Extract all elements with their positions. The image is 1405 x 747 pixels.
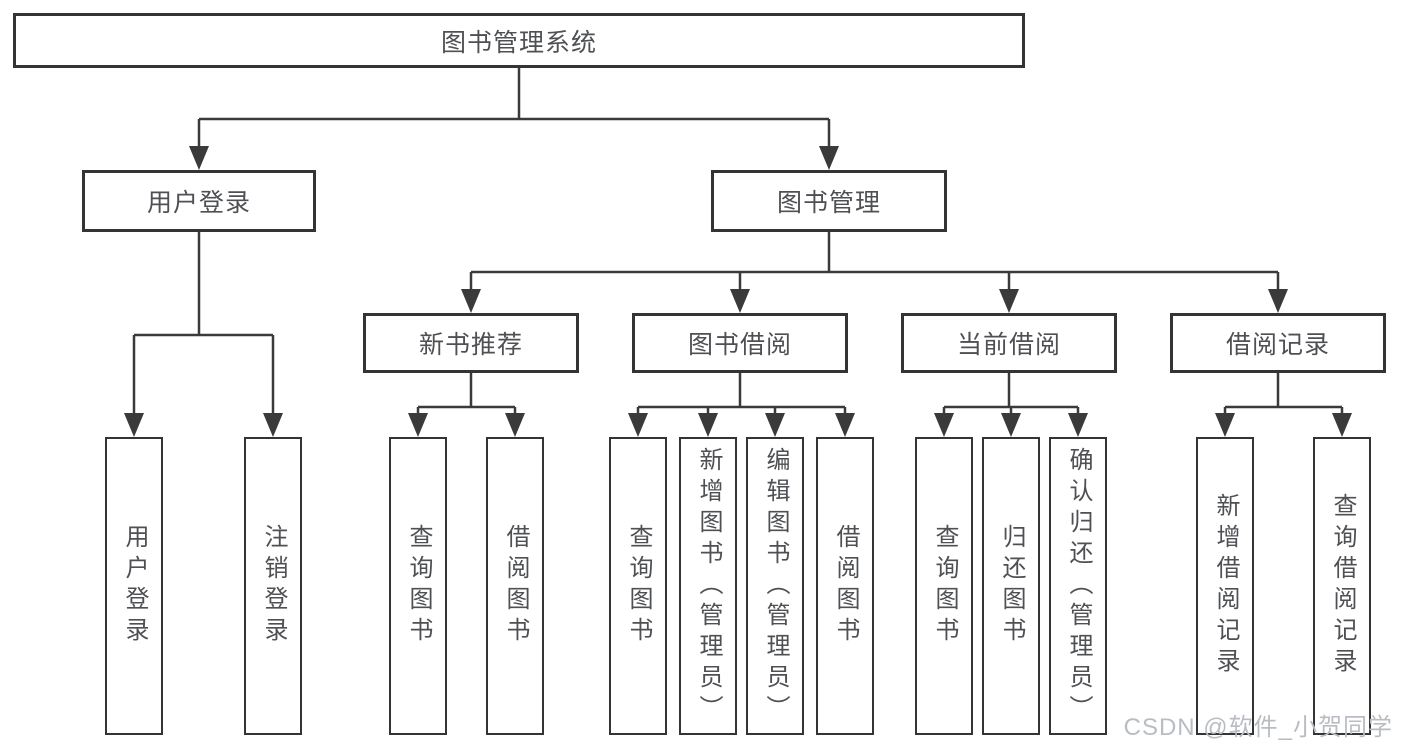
leaf-query-books-current-label: 查询图书 (931, 524, 958, 648)
leaf-logout: 注销登录 (244, 437, 302, 735)
node-book-management-label: 图书管理 (776, 189, 881, 217)
node-book-borrow: 图书借阅 (632, 313, 848, 373)
arrow-down-icon (124, 413, 144, 437)
leaf-borrow-books-recommend-label: 借阅图书 (502, 524, 529, 648)
leaf-add-borrow-record: 新增借阅记录 (1196, 437, 1254, 735)
leaf-query-books-borrow-label: 查询图书 (625, 524, 652, 648)
leaf-query-books-recommend-label: 查询图书 (405, 524, 432, 648)
leaf-confirm-return-admin: 确认归还（管理员） (1049, 437, 1107, 735)
leaf-borrow-books: 借阅图书 (816, 437, 874, 735)
leaf-borrow-books-recommend: 借阅图书 (486, 437, 544, 735)
leaf-logout-label: 注销登录 (260, 524, 287, 648)
leaf-add-borrow-record-label: 新增借阅记录 (1212, 493, 1239, 679)
arrow-down-icon (819, 146, 839, 170)
leaf-add-books-admin-label: 新增图书（管理员） (695, 446, 722, 726)
leaf-add-books-admin: 新增图书（管理员） (679, 437, 737, 735)
leaf-user-login-label: 用户登录 (121, 524, 148, 648)
node-book-borrow-label: 图书借阅 (687, 331, 792, 359)
leaf-edit-books-admin: 编辑图书（管理员） (746, 437, 804, 735)
node-current-borrow: 当前借阅 (901, 313, 1117, 373)
node-user-login: 用户登录 (82, 170, 316, 232)
arrow-down-icon (1268, 289, 1288, 313)
node-book-management: 图书管理 (711, 170, 947, 232)
node-new-book-recommend: 新书推荐 (363, 313, 579, 373)
arrow-down-icon (1068, 413, 1088, 437)
leaf-confirm-return-admin-label: 确认归还（管理员） (1065, 446, 1092, 726)
arrow-down-icon (835, 413, 855, 437)
leaf-return-books: 归还图书 (982, 437, 1040, 735)
arrowheads (124, 146, 1352, 437)
node-borrow-record-label: 借阅记录 (1225, 331, 1330, 359)
leaf-borrow-books-label: 借阅图书 (832, 524, 859, 648)
node-root: 图书管理系统 (13, 13, 1025, 68)
arrow-down-icon (628, 413, 648, 437)
node-root-label: 图书管理系统 (440, 28, 597, 57)
arrow-down-icon (505, 413, 525, 437)
node-user-login-label: 用户登录 (146, 189, 251, 217)
node-new-book-recommend-label: 新书推荐 (418, 331, 523, 359)
node-current-borrow-label: 当前借阅 (956, 331, 1061, 359)
leaf-query-books-recommend: 查询图书 (389, 437, 447, 735)
arrow-down-icon (1215, 413, 1235, 437)
leaf-query-books-borrow: 查询图书 (609, 437, 667, 735)
node-borrow-record: 借阅记录 (1170, 313, 1386, 373)
arrow-down-icon (1001, 413, 1021, 437)
leaf-query-borrow-record: 查询借阅记录 (1313, 437, 1371, 735)
arrow-down-icon (698, 413, 718, 437)
arrow-down-icon (730, 289, 750, 313)
arrow-down-icon (408, 413, 428, 437)
arrow-down-icon (765, 413, 785, 437)
leaf-return-books-label: 归还图书 (998, 524, 1025, 648)
leaf-query-books-current: 查询图书 (915, 437, 973, 735)
leaf-query-borrow-record-label: 查询借阅记录 (1329, 493, 1356, 679)
leaf-edit-books-admin-label: 编辑图书（管理员） (762, 446, 789, 726)
arrow-down-icon (934, 413, 954, 437)
arrow-down-icon (1332, 413, 1352, 437)
arrow-down-icon (999, 289, 1019, 313)
arrow-down-icon (263, 413, 283, 437)
leaf-user-login: 用户登录 (105, 437, 163, 735)
arrow-down-icon (461, 289, 481, 313)
arrow-down-icon (189, 146, 209, 170)
